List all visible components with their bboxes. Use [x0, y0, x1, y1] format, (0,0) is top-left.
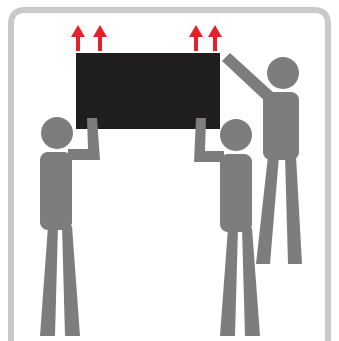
person-figure-icon	[194, 118, 260, 336]
person-figure-icon	[40, 117, 100, 336]
up-arrow-icon	[208, 25, 222, 51]
tv-panel-icon	[76, 53, 220, 129]
up-arrow-icon	[93, 25, 107, 51]
up-arrow-icon	[189, 25, 203, 51]
up-arrow-icon	[71, 25, 85, 51]
